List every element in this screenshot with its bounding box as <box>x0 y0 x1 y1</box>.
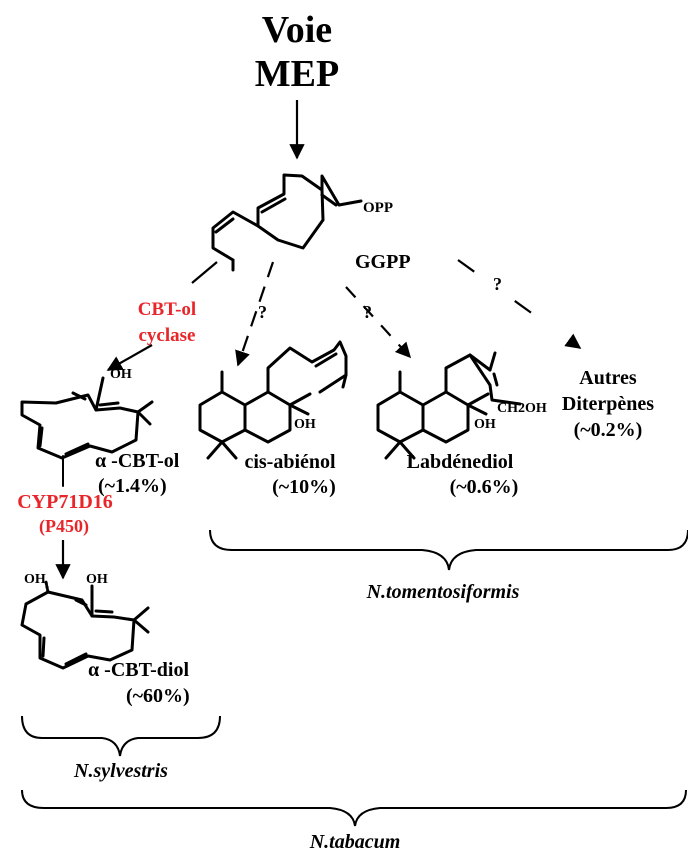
unknown-mark-autres: ? <box>493 274 502 294</box>
labdenediol-percent: (~0.6%) <box>450 476 519 498</box>
species-tomentosiformis: N.tomentosiformis <box>366 581 520 603</box>
autres-percent: (~0.2%) <box>574 419 643 441</box>
brace-tomentosiformis <box>209 529 688 571</box>
cbt-ol-percent: (~1.4%) <box>98 475 167 497</box>
opp-group-label: OPP <box>363 200 393 216</box>
species-sylvestris: N.sylvestris <box>73 760 168 782</box>
enzyme-cyclase-line-2: cyclase <box>139 325 196 346</box>
unknown-mark-cis-abienol: ? <box>258 302 267 322</box>
unknown-mark-labdenediol: ? <box>363 302 372 322</box>
enzyme-cyp-type: (P450) <box>39 516 89 537</box>
arrow-ggpp-to-autres <box>457 259 582 349</box>
cbt-ol-structure <box>20 376 154 460</box>
labdenediol-name: Labdénediol <box>407 451 514 473</box>
species-tabacum: N.tabacum <box>309 831 401 853</box>
cbt-diol-oh-label-1: OH <box>24 572 46 587</box>
ggpp-structure <box>211 173 363 272</box>
brace-tabacum <box>21 789 687 827</box>
cis-abienol-structure <box>198 340 348 460</box>
cbt-diol-oh-label-2: OH <box>86 572 108 587</box>
autres-line-1: Autres <box>579 367 637 389</box>
cis-abienol-name: cis-abiénol <box>244 451 336 473</box>
autres-line-2: Diterpènes <box>562 393 654 415</box>
arrow-ggpp-to-cbt-ol-dashed <box>191 261 218 284</box>
cbt-ol-oh-label: OH <box>110 367 132 382</box>
arrow-ggpp-to-cis-abienol <box>235 261 275 367</box>
arrow-ggpp-to-labdenediol <box>345 286 412 359</box>
labdenediol-ch2oh-label: CH2OH <box>497 401 547 416</box>
ggpp-label: GGPP <box>355 251 411 273</box>
cbt-diol-name: α -CBT-diol <box>88 659 189 681</box>
cbt-diol-percent: (~60%) <box>126 685 190 707</box>
title-line-2: MEP <box>255 53 339 95</box>
cis-abienol-oh-label: OH <box>294 417 316 432</box>
arrow-cyclase-to-cbt-ol <box>106 344 153 371</box>
title-line-1: Voie <box>262 9 332 51</box>
cbt-ol-name: α -CBT-ol <box>95 450 180 472</box>
labdenediol-structure <box>376 351 522 460</box>
enzyme-cyclase-line-1: CBT-ol <box>138 299 196 320</box>
enzyme-cyp-name: CYP71D16 <box>17 491 113 513</box>
labdenediol-oh-label: OH <box>474 417 496 432</box>
cis-abienol-percent: (~10%) <box>272 476 336 498</box>
brace-sylvestris <box>21 715 221 757</box>
cbt-diol-structure <box>20 580 150 670</box>
